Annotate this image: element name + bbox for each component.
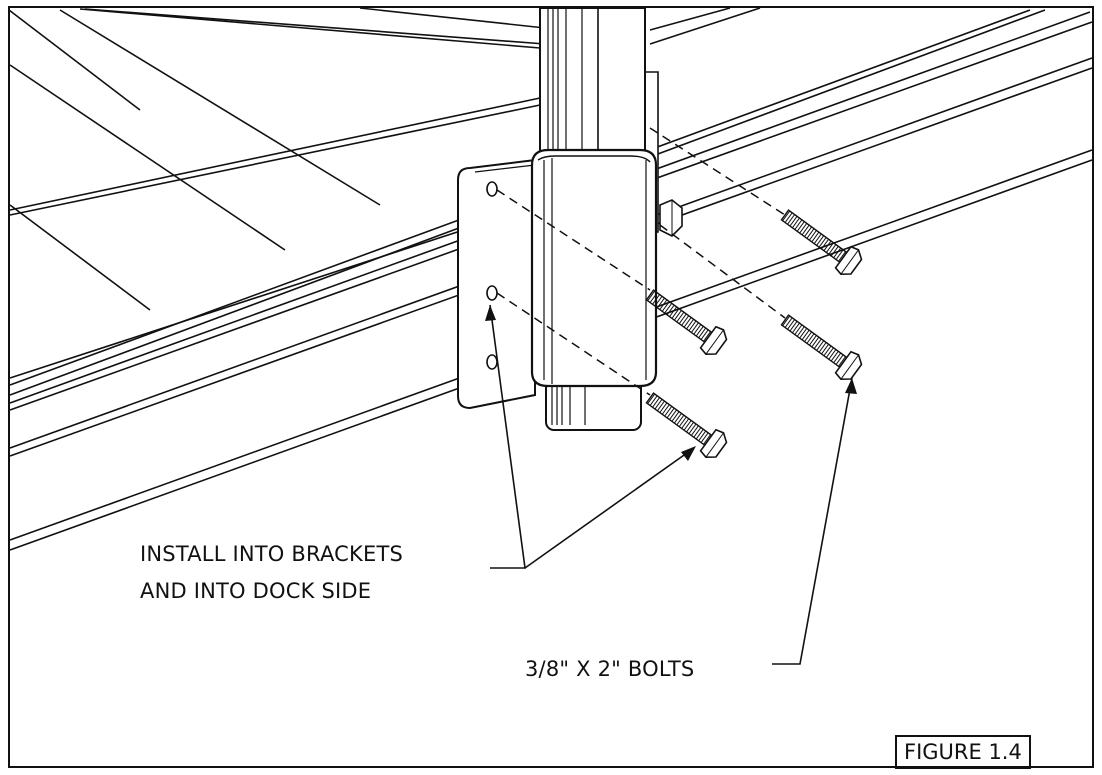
hex-nut: [659, 199, 683, 237]
alignment-lines: [496, 127, 786, 396]
callout-leaders: [489, 304, 853, 665]
deck-boards: [8, 7, 546, 379]
bracket-hole: [486, 181, 498, 197]
bolt: [645, 392, 728, 458]
bolt: [780, 314, 863, 380]
bolts-callout: 3/8" X 2" BOLTS: [525, 657, 695, 681]
mounting-bracket: [457, 158, 536, 410]
bracket-hole: [486, 354, 498, 370]
bracket-hole: [486, 285, 498, 301]
install-callout-line2: AND INTO DOCK SIDE: [140, 579, 372, 603]
figure-label: FIGURE 1.4: [895, 735, 1031, 769]
bolt: [645, 289, 728, 355]
install-callout-line1: INSTALL INTO BRACKETS: [140, 542, 404, 566]
bolt: [780, 209, 863, 275]
leader-arrowheads: [485, 305, 857, 461]
post-sleeve: [530, 148, 658, 388]
